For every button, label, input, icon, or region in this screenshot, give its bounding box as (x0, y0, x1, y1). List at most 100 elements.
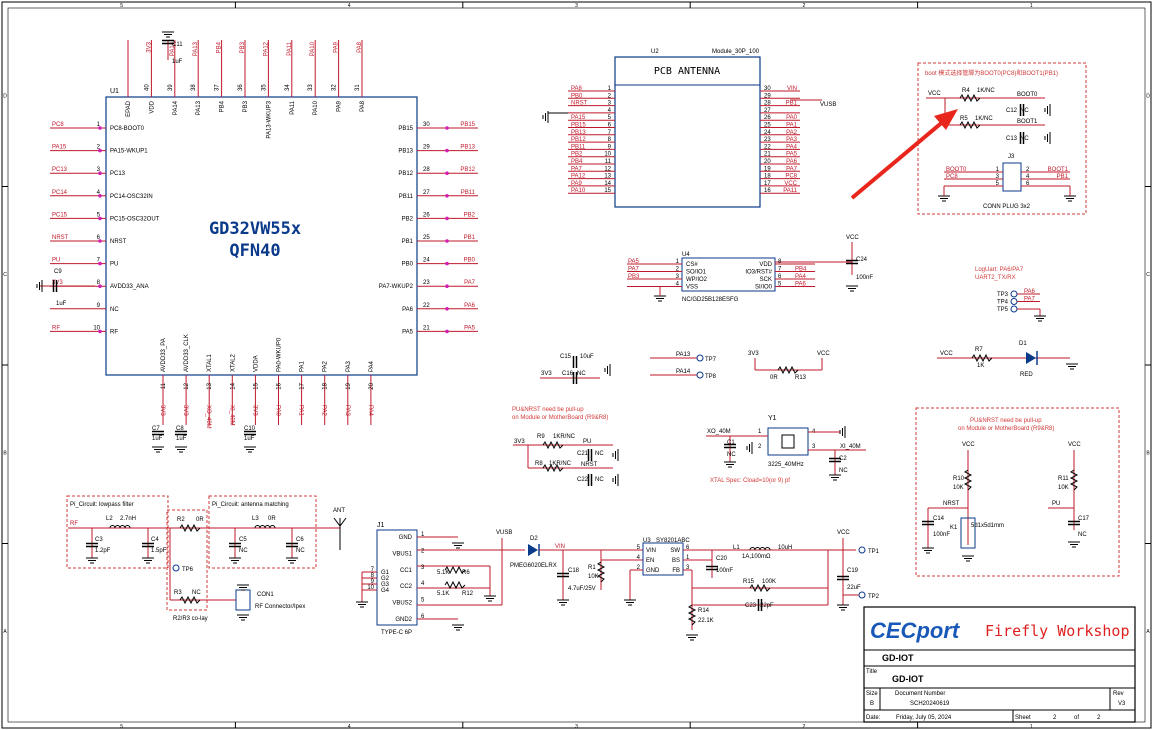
mcu-pin-6: NRST (110, 239, 127, 245)
module-vusb: VUSB (820, 102, 836, 108)
mcu-net-right-27: PB11 (461, 190, 476, 196)
j3-pin-4: 4 (1026, 174, 1030, 180)
mcu-net-left-10: RF (52, 325, 60, 331)
c17-ref: C17 (1078, 516, 1090, 522)
y1-pin3: 3 (812, 444, 816, 450)
usb-pinnum-4: 4 (421, 581, 425, 587)
mcu-net-top-4: PB4 (217, 41, 223, 53)
rf-net: RF (70, 521, 78, 527)
j3-pin-2: 2 (1026, 167, 1030, 173)
c9-ref: C9 (54, 269, 62, 275)
xtal-note: XTAL Spec: Cload=10(or 9) pf (710, 478, 790, 484)
mcu-pin-20: PA4 (369, 360, 375, 372)
c16-val: NC (577, 371, 586, 377)
u3-ref: U3 (643, 538, 651, 544)
r11-val: 10K (1058, 485, 1069, 491)
led-indicator: VCC R7 1K D1 RED (937, 341, 1079, 378)
j3-right-net-4: PB1 (1057, 174, 1069, 180)
r1-ref: R1 (588, 565, 596, 571)
mcu-net-bottom-15: 3V3 (251, 405, 257, 416)
border-col-4-bottom: 4 (348, 724, 351, 730)
module-net-left-11: PB4 (571, 159, 583, 165)
flash-pin-6: SCK (760, 277, 772, 283)
mcu-pinnum-22: 22 (423, 303, 430, 309)
d2-ref: D2 (530, 536, 538, 542)
r15-ref: R15 (743, 579, 755, 585)
module-designator: U2 (651, 49, 659, 55)
border-col-5-bottom: 5 (120, 724, 123, 730)
mcu-net-left-2: PA15 (52, 145, 67, 151)
r2-ref: R2 (177, 517, 185, 523)
reset-note1: PU&NRST need be pull-up (970, 418, 1042, 424)
c16-ref: C16 (562, 371, 574, 377)
c20-val: 100nF (716, 568, 733, 574)
vusb-label: VUSB (496, 530, 512, 536)
flash-pinnum-2: 2 (676, 267, 680, 273)
border-col-3-bottom: 3 (575, 724, 578, 730)
r5-ref: R5 (960, 116, 968, 122)
mcu-pinnum-8: 8 (97, 280, 101, 286)
r6-ref: R6 (462, 570, 470, 576)
mcu-right-pins: PB1530PB15PB1329PB13PB1228PB12PB1127PB11… (379, 122, 478, 335)
module-net-left-9: PB11 (571, 144, 586, 150)
usb-pinnum-3: 3 (421, 565, 425, 571)
mcu-net-bottom-19: PA3 (344, 405, 350, 417)
r5-val: 1K/NC (975, 116, 993, 122)
c3-ref: C3 (95, 537, 103, 543)
callout-arrow (850, 109, 958, 200)
reset-vcc-left: VCC (962, 442, 975, 448)
module-pin-19: 19 (764, 166, 771, 172)
l1-ref: L1 (733, 545, 740, 551)
mcu-net-top-10: PA8 (357, 41, 363, 53)
usb-pinnum-1: 1 (421, 532, 425, 538)
tb-name-label: GD-IOT (882, 653, 914, 663)
r11-ref: R11 (1058, 476, 1069, 482)
mcu-pin-top-6: PA13-WKUP3 (266, 100, 272, 138)
tb-doc-label: Document Number (895, 691, 945, 697)
mcu-pin-top-9: PA9 (337, 100, 343, 112)
usb-pinnum-5: 5 (421, 598, 425, 604)
j3-right-net-2: BOOT1 (1048, 167, 1069, 173)
module-pin-23: 23 (764, 137, 771, 143)
module-net-right-17: VCC (784, 181, 797, 187)
l2-ref: L2 (106, 516, 113, 522)
c24-val: 100nF (856, 275, 873, 281)
c8-ref: C8 (176, 426, 184, 432)
mcu-net-right-24: PB0 (464, 258, 476, 264)
r2-val: 0R (196, 517, 204, 523)
reset-block: PU&NRST need be pull-up on Module or Mot… (915, 407, 1120, 577)
flash-pin-5: SI/IO0 (755, 285, 773, 291)
rf-title2: Pi_Circuit: antenna matching (212, 502, 289, 508)
mcu-pin-11: AVDD33_PA (161, 338, 167, 372)
module-net-left-6: PB15 (571, 123, 586, 129)
d1-ref: D1 (1019, 341, 1027, 347)
module-pin-21: 21 (764, 152, 771, 158)
mcu-pinnum-15: 15 (253, 382, 259, 389)
mcu-pinnum-top-33: 33 (308, 84, 314, 91)
tb-doc: SCH20240619 (910, 701, 950, 707)
mcu-pinnum-16: 16 (277, 382, 283, 389)
module-net-left-8: PB12 (571, 137, 586, 143)
mcu-pin-8: AVDD33_ANA (110, 284, 149, 290)
flash-pinnum-1: 1 (676, 259, 680, 265)
mcu-net-bottom-13: XO_40M (205, 405, 211, 429)
border-col-2: 2 (803, 3, 806, 9)
usb-pin-6: GND2 (395, 617, 412, 623)
module-pin-17: 17 (764, 181, 771, 187)
tb-of-label: of (1074, 715, 1079, 721)
y1-val: 3225_40MHz (768, 462, 804, 468)
r4-ref: R4 (962, 88, 970, 94)
log-note2: UART2_TX/RX (975, 275, 1016, 281)
mcu-pin-26: PB2 (402, 216, 414, 222)
mcu-pinnum-top-39: 39 (168, 84, 174, 91)
module-pin-3: 3 (608, 101, 612, 107)
c7-val: 1uF (152, 436, 163, 442)
vcc-out: VCC (837, 530, 850, 536)
r9-val: 1KR/NC (553, 434, 576, 440)
module-net-right-19: PA7 (786, 166, 798, 172)
module-net-left-12: PA7 (571, 166, 583, 172)
y1-ref: Y1 (768, 415, 777, 422)
r3-val: NC (192, 590, 201, 596)
u3-pinnum-5: 5 (637, 545, 641, 551)
mcu-pinnum-9: 9 (97, 303, 101, 309)
